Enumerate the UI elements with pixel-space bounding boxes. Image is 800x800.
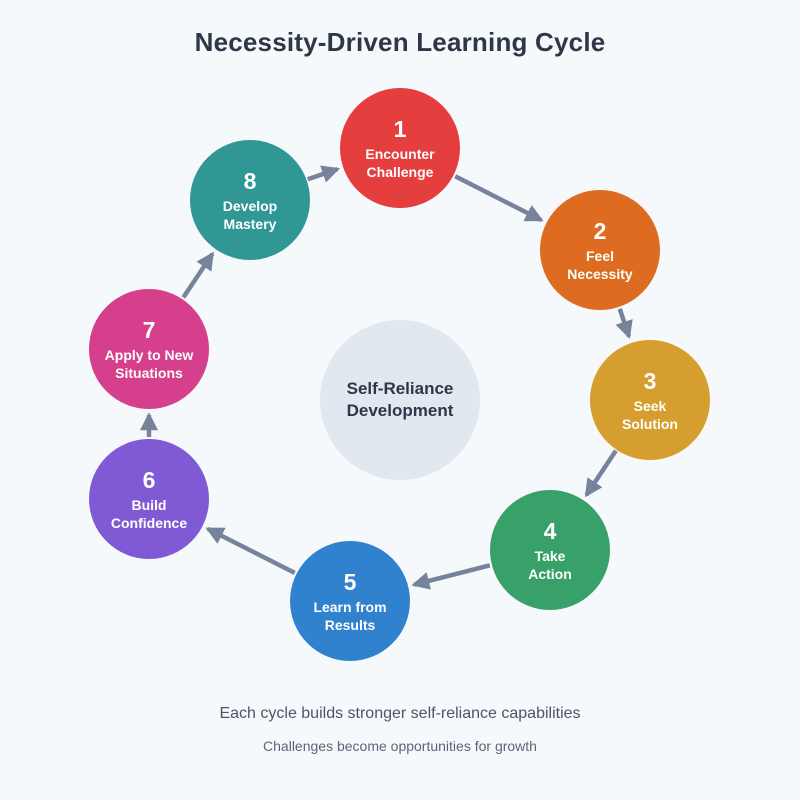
step-node-3: 3 Seek Solution — [590, 340, 710, 460]
step-label: Feel Necessity — [561, 247, 638, 283]
step-number: 6 — [142, 466, 156, 493]
step-label-line: Seek — [633, 397, 667, 414]
step-node-4: 4 Take Action — [490, 490, 610, 610]
arrow-step8-step1 — [306, 165, 341, 183]
step-label-line: Feel — [585, 247, 614, 264]
arrow-step4-step5 — [411, 563, 491, 590]
step-label-line: Mastery — [223, 215, 277, 232]
step-number: 7 — [142, 316, 156, 343]
step-label-line: Apply to New — [104, 346, 194, 363]
center-label-line: Development — [346, 401, 454, 420]
step-label-line: Build — [131, 496, 167, 513]
step-node-5: 5 Learn from Results — [290, 541, 410, 661]
step-label-line: Necessity — [567, 265, 633, 282]
step-label-line: Take — [534, 547, 566, 564]
step-number: 2 — [593, 217, 607, 244]
step-node-1: 1 Encounter Challenge — [340, 88, 460, 208]
step-node-2: 2 Feel Necessity — [540, 190, 660, 310]
arrow-step7-step8 — [181, 251, 215, 299]
step-label-line: Confidence — [110, 514, 188, 531]
diagram-title: Necessity-Driven Learning Cycle — [194, 27, 606, 57]
step-label: Build Confidence — [105, 496, 193, 532]
step-number: 5 — [343, 568, 357, 595]
step-label-line: Learn from — [313, 598, 387, 615]
step-number: 3 — [643, 367, 657, 394]
step-label-line: Results — [324, 616, 376, 633]
arrow-step5-step6 — [205, 526, 296, 575]
step-label: Apply to New Situations — [99, 346, 200, 382]
step-node-7: 7 Apply to New Situations — [89, 289, 209, 409]
step-label-line: Develop — [222, 197, 278, 214]
step-label-line: Action — [528, 565, 572, 582]
step-label-line: Challenge — [366, 163, 434, 180]
center-circle: Self-Reliance Development — [320, 320, 480, 480]
step-number: 1 — [393, 115, 407, 142]
footer-caption-primary: Each cycle builds stronger self-reliance… — [219, 705, 581, 722]
step-node-8: 8 Develop Mastery — [190, 140, 310, 260]
arrow-step1-step2 — [454, 174, 544, 223]
footer-caption-secondary: Challenges become opportunities for grow… — [263, 738, 537, 754]
step-label-line: Solution — [622, 415, 678, 432]
step-label: Seek Solution — [616, 397, 684, 433]
arrow-step2-step3 — [615, 308, 633, 339]
step-number: 8 — [243, 167, 257, 194]
step-node-6: 6 Build Confidence — [89, 439, 209, 559]
step-number: 4 — [543, 517, 557, 544]
step-label: Develop Mastery — [217, 197, 283, 233]
step-label-line: Situations — [115, 364, 183, 381]
step-label: Take Action — [522, 547, 578, 583]
center-label-line: Self-Reliance — [346, 379, 454, 398]
step-label: Learn from Results — [307, 598, 392, 634]
step-label-line: Encounter — [365, 145, 435, 162]
arrow-step3-step4 — [584, 449, 618, 498]
step-label: Encounter Challenge — [359, 145, 440, 181]
